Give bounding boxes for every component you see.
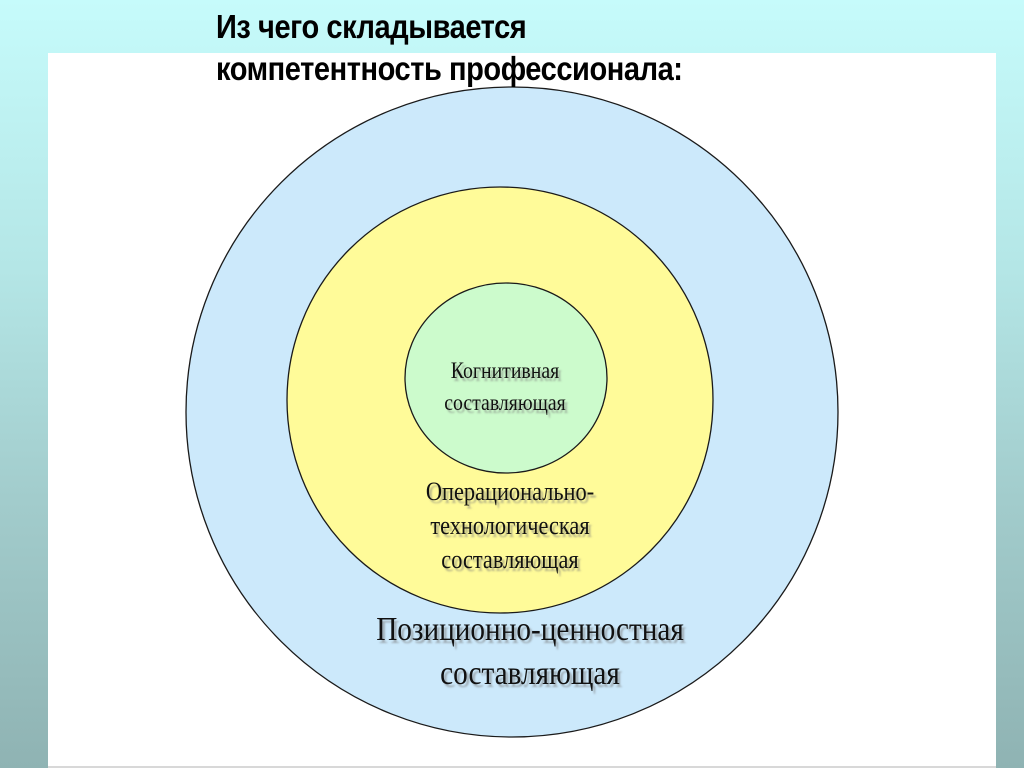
label-positional-value-component: Позиционно-ценностная составляющая [332, 608, 728, 696]
label-line: составляющая [444, 390, 566, 415]
label-line: технологическая [430, 511, 590, 540]
inner-circle-cognitive [404, 282, 608, 474]
slide-title-line-2: компетентность профессионала: [216, 50, 683, 87]
label-line: Позиционно-ценностная [376, 611, 684, 648]
label-line: Когнитивная [450, 358, 560, 383]
label-line: Операционально- [425, 477, 595, 506]
label-line: составляющая [440, 655, 620, 692]
label-cognitive-component: Когнитивная составляющая [419, 355, 591, 419]
label-line: составляющая [441, 545, 579, 574]
slide-title: Из чего складывается компетентность проф… [216, 6, 683, 90]
slide-title-line-1: Из чего складывается [216, 8, 527, 45]
label-operational-technological-component: Операционально- технологическая составля… [403, 475, 618, 577]
